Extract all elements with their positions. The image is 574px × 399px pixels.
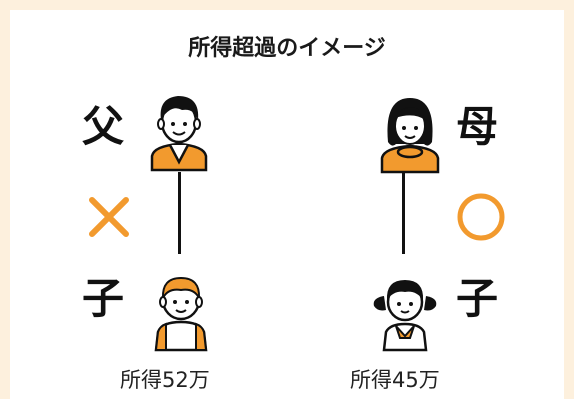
left-connector-line [178,172,181,254]
right-child-label: 子 [456,274,499,323]
father-label: 父 [82,102,125,151]
boy-icon [154,276,208,352]
girl-icon [373,280,437,352]
mother-icon [380,98,440,174]
left-child-label: 子 [82,274,125,323]
right-connector-line [402,172,405,254]
right-income-label: 所得45万 [350,368,440,392]
cross-mark [89,197,129,237]
diagram-card: 所得超過のイメージ 父 子 所得52万 [10,10,564,399]
circle-mark [457,193,505,241]
left-income-label: 所得52万 [120,368,210,392]
diagram-title: 所得超過のイメージ [188,36,386,61]
father-icon [150,96,208,172]
mother-label: 母 [456,102,499,151]
